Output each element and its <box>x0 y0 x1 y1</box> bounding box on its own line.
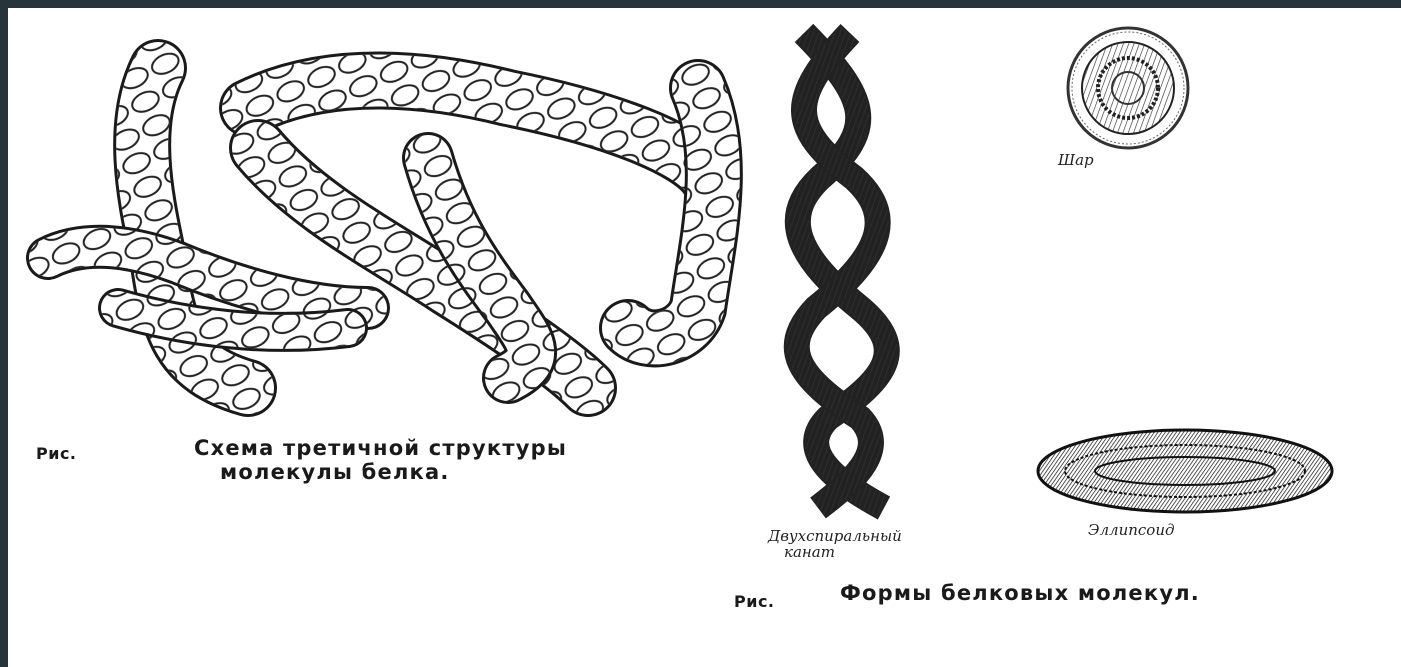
tertiary-structure-drawing <box>48 68 714 388</box>
drawing-canvas <box>8 8 1401 667</box>
ellipsoid-drawing <box>1038 430 1332 512</box>
figure-label-left: Рис. <box>36 444 77 463</box>
double-helix-rope-drawing <box>797 33 887 508</box>
caption-left-line2: молекулы белка. <box>220 460 450 484</box>
rope-label-line1: Двухспиральный <box>768 528 902 544</box>
scanned-sheet: Рис. Схема третичной структуры молекулы … <box>8 8 1401 667</box>
caption-left-line1: Схема третичной структуры <box>194 436 567 460</box>
caption-right: Формы белковых молекул. <box>840 581 1200 605</box>
ellipsoid-label: Эллипсоид <box>1088 522 1175 538</box>
rope-label-line2: канат <box>784 544 835 560</box>
sphere-drawing <box>1068 28 1188 148</box>
sphere-label: Шар <box>1058 152 1094 168</box>
figure-label-right: Рис. <box>734 592 775 611</box>
